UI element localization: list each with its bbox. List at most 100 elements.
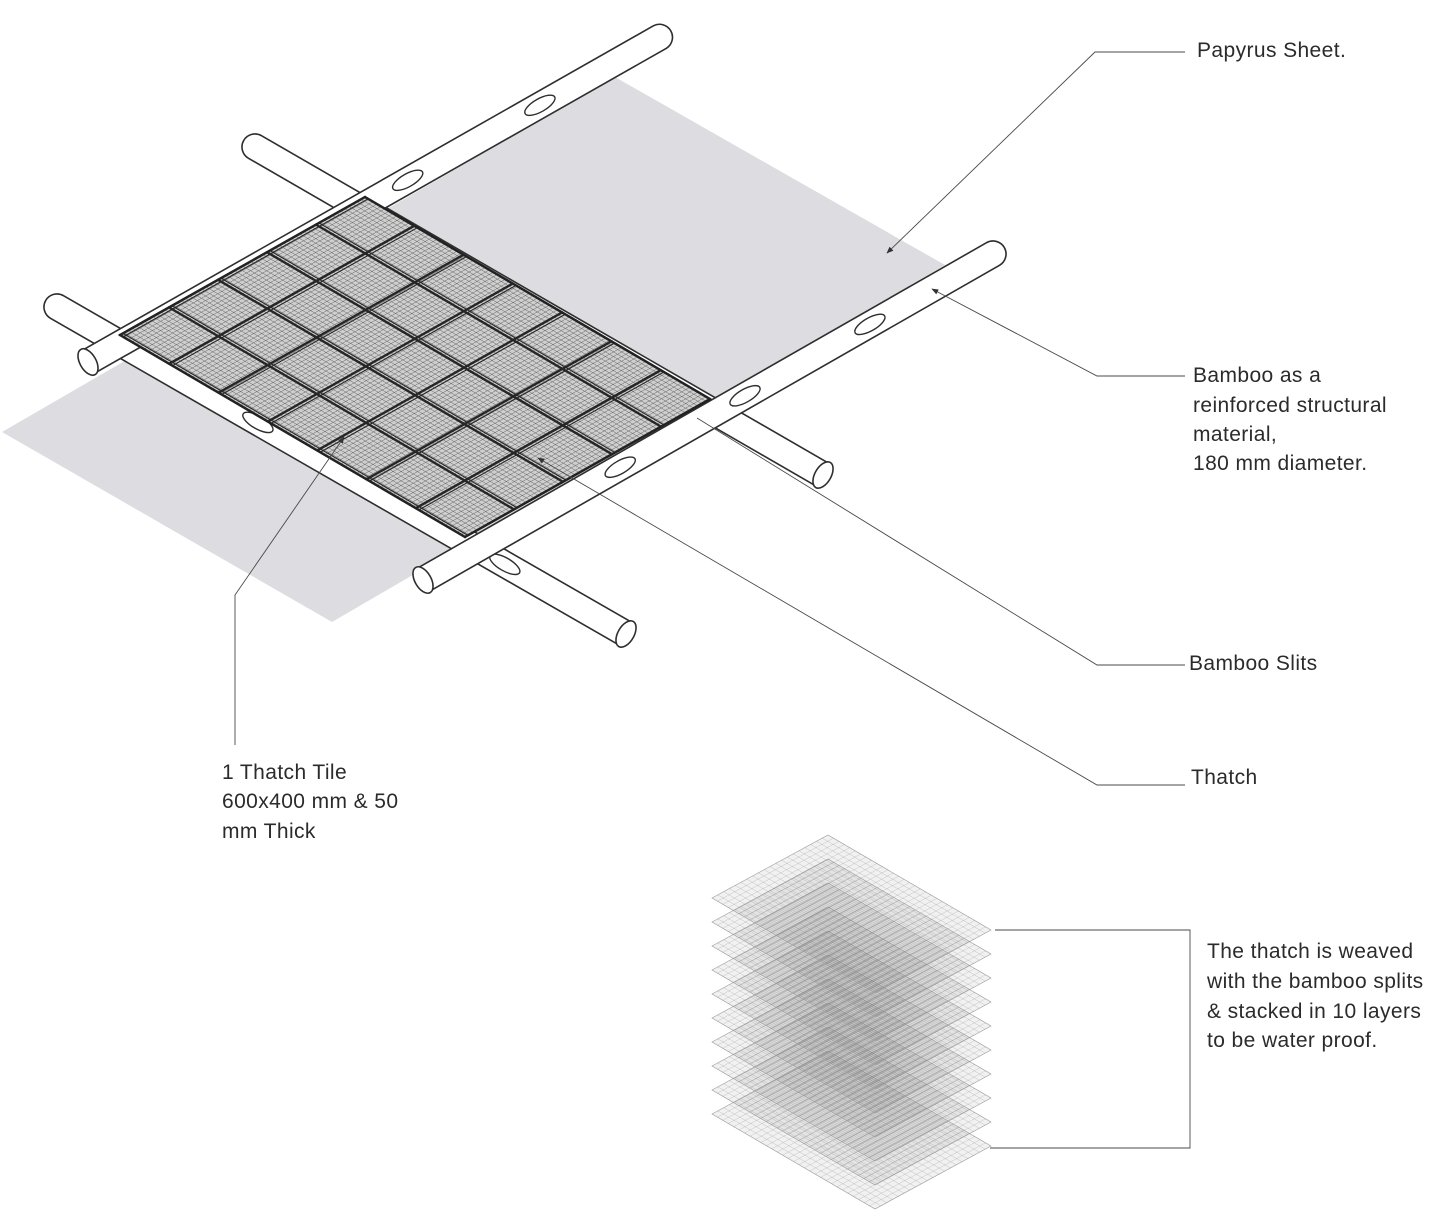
bamboo-split	[221, 255, 468, 396]
weave-line	[793, 877, 957, 974]
weave-line	[452, 391, 699, 531]
weave-line	[312, 309, 558, 448]
weave-line	[816, 889, 980, 985]
weave-line	[764, 965, 928, 1061]
weave-line	[764, 1037, 928, 1133]
weave-line	[228, 260, 474, 399]
thatch-leader	[537, 457, 1185, 786]
bamboo-split	[414, 368, 662, 510]
weave-line	[729, 984, 893, 1080]
bamboo-slits-label: Bamboo Slits	[1189, 652, 1318, 675]
weave-line	[752, 923, 916, 1020]
weave-line	[752, 1019, 916, 1116]
weave-line	[232, 262, 478, 401]
weave-line	[376, 347, 622, 486]
bamboo-split	[171, 227, 418, 367]
weave-line	[746, 1022, 910, 1119]
weave-line	[236, 264, 482, 404]
weave-line	[436, 382, 683, 521]
weave-line	[793, 901, 957, 998]
weave-line	[276, 288, 522, 427]
weave-line	[396, 358, 642, 498]
bamboo-split	[315, 311, 564, 452]
weave-line	[392, 356, 638, 495]
weave-line	[244, 269, 490, 409]
bamboo-split	[318, 222, 665, 426]
weave-line	[188, 236, 434, 376]
label-thatch: Thatch	[1191, 766, 1257, 789]
bamboo-pole-open-end	[812, 461, 834, 489]
weave-line	[746, 974, 910, 1071]
weave-line	[360, 337, 606, 477]
stack-note-line-4: to be water proof.	[1207, 1029, 1378, 1052]
weave-line	[123, 199, 370, 338]
weave-line	[746, 1070, 910, 1167]
weave-line	[729, 1056, 893, 1152]
weave-line	[775, 911, 939, 1007]
weave-line	[758, 872, 922, 968]
weave-line	[212, 250, 458, 390]
stack-note-line-3: & stacked in 10 layers	[1207, 1000, 1421, 1023]
bamboo-split	[266, 282, 515, 423]
weave-line	[746, 1046, 910, 1143]
weave-line	[781, 908, 945, 1004]
weave-line	[717, 942, 881, 1039]
weave-line	[810, 844, 974, 940]
weave-line	[723, 1011, 887, 1107]
bamboo-slit-notch	[391, 169, 424, 192]
weave-line	[735, 1005, 899, 1101]
weave-line	[196, 241, 442, 380]
weave-line	[735, 1029, 899, 1125]
weave-line	[758, 1088, 922, 1184]
thatch-tile-bamboo-splits	[118, 195, 712, 539]
weave-line	[798, 850, 963, 946]
weave-line	[735, 933, 899, 1029]
weave-line	[735, 909, 899, 1005]
weave-line	[400, 361, 646, 500]
weave-line	[729, 1008, 893, 1104]
bamboo-label-line-3: material,	[1193, 423, 1277, 446]
weave-line	[769, 1082, 934, 1178]
weave-line	[758, 968, 922, 1064]
bamboo-split	[314, 223, 663, 428]
weave-line	[769, 1058, 934, 1154]
bamboo-split	[365, 340, 613, 481]
weave-line	[340, 325, 586, 465]
weave-line	[717, 1038, 881, 1135]
bamboo-leader	[931, 288, 1185, 377]
weave-line	[164, 222, 410, 362]
weave-line	[816, 841, 980, 937]
weave-line	[810, 892, 974, 988]
weave-line	[248, 271, 494, 411]
bamboo-split	[220, 277, 567, 481]
stack-bracket	[990, 929, 1191, 1149]
weave-line	[752, 971, 916, 1068]
weave-line	[735, 957, 899, 1053]
weave-line	[717, 1014, 881, 1111]
thatch-tile-frame	[117, 195, 713, 539]
bamboo-split	[217, 253, 465, 394]
weave-line	[740, 1002, 905, 1098]
bamboo-split	[265, 250, 614, 456]
weave-line	[324, 316, 570, 455]
bamboo-slit-notch	[729, 384, 761, 407]
weave-line	[432, 380, 679, 519]
weave-line	[822, 885, 986, 982]
bamboo-label-line-4: 180 mm diameter.	[1193, 452, 1367, 475]
weave-line	[717, 1110, 881, 1207]
weave-line	[764, 1085, 928, 1181]
weave-line	[723, 1059, 887, 1155]
weave-line	[723, 939, 887, 1035]
weave-line	[380, 349, 626, 488]
weave-line	[735, 1101, 899, 1197]
bamboo-split	[418, 371, 665, 511]
weave-line	[260, 279, 506, 418]
thatch-layer	[711, 1050, 992, 1210]
weave-line	[364, 340, 610, 479]
weave-line	[769, 890, 934, 986]
weave-line	[151, 215, 398, 354]
weave-line	[127, 201, 374, 340]
label-papyrus-sheet: Papyrus Sheet.	[1197, 39, 1346, 62]
bamboo-split	[122, 198, 369, 338]
weave-line	[131, 203, 378, 343]
